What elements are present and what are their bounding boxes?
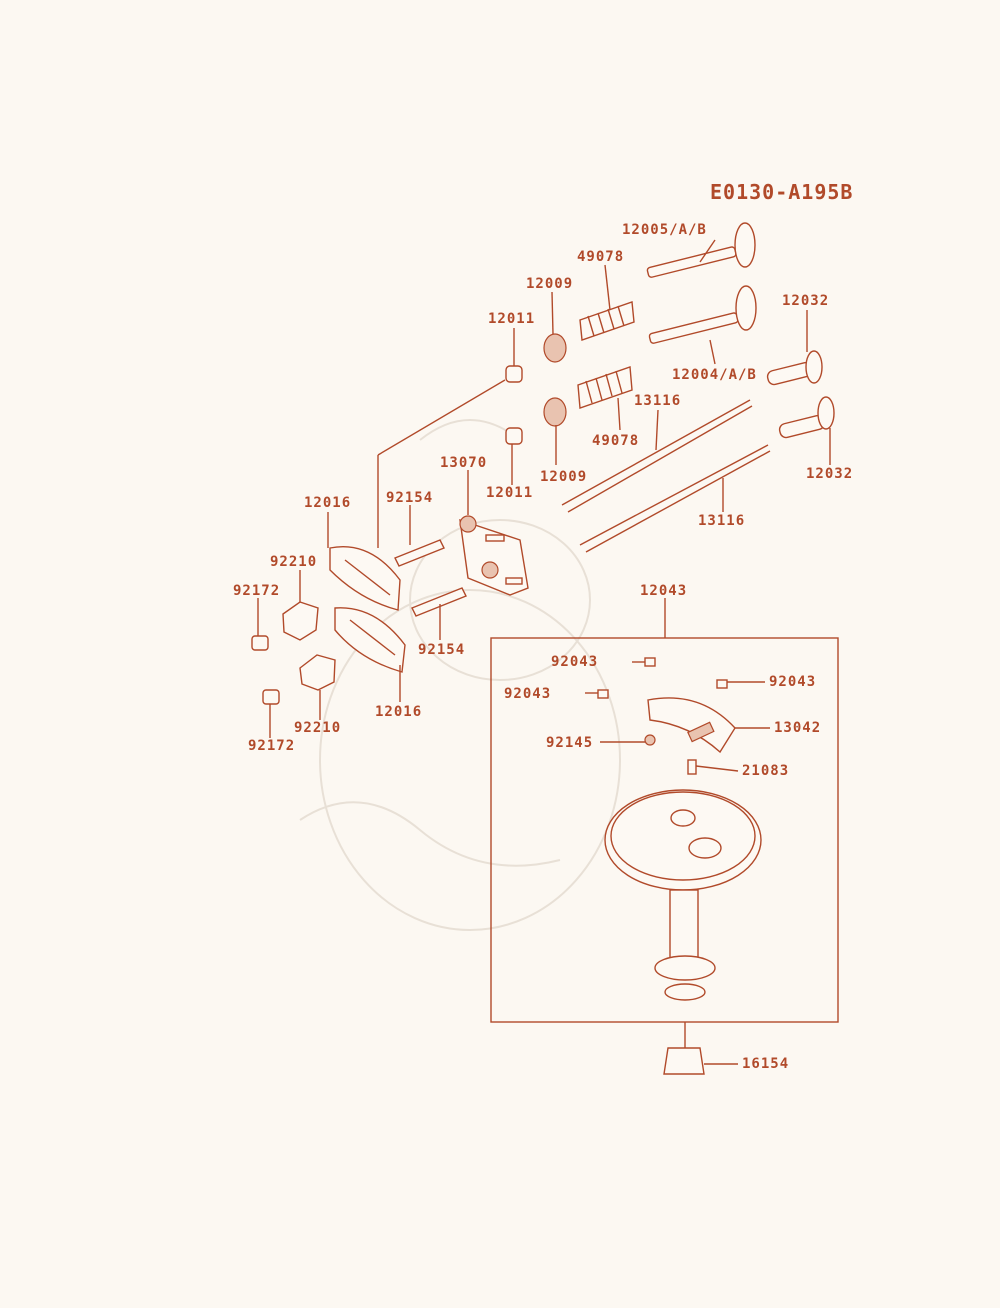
label-13070: 13070 (440, 455, 488, 471)
label-13116-bottom: 13116 (698, 513, 746, 529)
nut-92210-top (282, 601, 319, 641)
label-12043: 12043 (640, 583, 688, 599)
bearing-16154 (663, 1047, 705, 1075)
label-92172-bottom: 92172 (248, 738, 296, 754)
label-92145: 92145 (546, 735, 594, 751)
rocker-arm-12016-bottom (334, 607, 406, 673)
label-92043-a: 92043 (551, 654, 599, 670)
label-13116-top: 13116 (634, 393, 682, 409)
label-92043-b: 92043 (504, 686, 552, 702)
label-12009-top: 12009 (526, 276, 574, 292)
camshaft-shaft (654, 889, 716, 1001)
label-12009-bottom: 12009 (540, 469, 588, 485)
governor-weight-13042 (647, 697, 736, 754)
label-12032-bottom: 12032 (806, 466, 854, 482)
label-12011-top: 12011 (488, 311, 536, 327)
valve-12004 (648, 285, 757, 344)
camshaft-gear (604, 789, 762, 891)
nut-92210-bottom (299, 654, 336, 691)
label-92043-c: 92043 (769, 674, 817, 690)
label-12004: 12004/A/B (672, 367, 757, 383)
label-49078-top: 49078 (577, 249, 625, 265)
label-12032-top: 12032 (782, 293, 830, 309)
spring-49078-top (579, 301, 635, 341)
label-12016-top: 12016 (304, 495, 352, 511)
push-rod-13116-bottom-edge (585, 450, 771, 553)
stud-92154-bottom (411, 587, 467, 617)
retainer-12009-bottom (543, 397, 567, 427)
label-49078-bottom: 49078 (592, 433, 640, 449)
label-21083: 21083 (742, 763, 790, 779)
screw-92172-bottom (262, 689, 280, 705)
label-92172-top: 92172 (233, 583, 281, 599)
stud-92154-top (394, 539, 445, 567)
label-13042: 13042 (774, 720, 822, 736)
pin-92145 (644, 734, 656, 746)
label-12016-bottom: 12016 (375, 704, 423, 720)
label-92210-bottom: 92210 (294, 720, 342, 736)
collet-12011-top (505, 365, 523, 383)
collet-12011-bottom (505, 427, 523, 445)
diagram-code: E0130-A195B (710, 180, 854, 204)
tappet-12032-bottom (778, 396, 835, 439)
label-92210-top: 92210 (270, 554, 318, 570)
push-rod-13116-top (561, 399, 751, 506)
push-rod-13116-top-edge (567, 405, 753, 513)
guide-plate-13070 (459, 515, 529, 596)
retainer-12009-top (543, 333, 567, 363)
bolt-92043-c (716, 679, 728, 689)
pin-21083 (687, 759, 697, 775)
label-12005: 12005/A/B (622, 222, 707, 238)
rocker-arm-12016-top (329, 546, 401, 611)
leader-lines (257, 239, 831, 1065)
tappet-12032-top (766, 350, 823, 386)
label-12011-bottom: 12011 (486, 485, 534, 501)
valve-12005 (646, 222, 756, 278)
push-rod-13116-bottom (579, 444, 769, 546)
label-16154: 16154 (742, 1056, 790, 1072)
bolt-92043-a (644, 657, 656, 667)
spring-49078-bottom (577, 366, 633, 409)
label-92154-bottom: 92154 (418, 642, 466, 658)
screw-92172-top (251, 635, 269, 651)
bolt-92043-b (597, 689, 609, 699)
label-92154-top: 92154 (386, 490, 434, 506)
